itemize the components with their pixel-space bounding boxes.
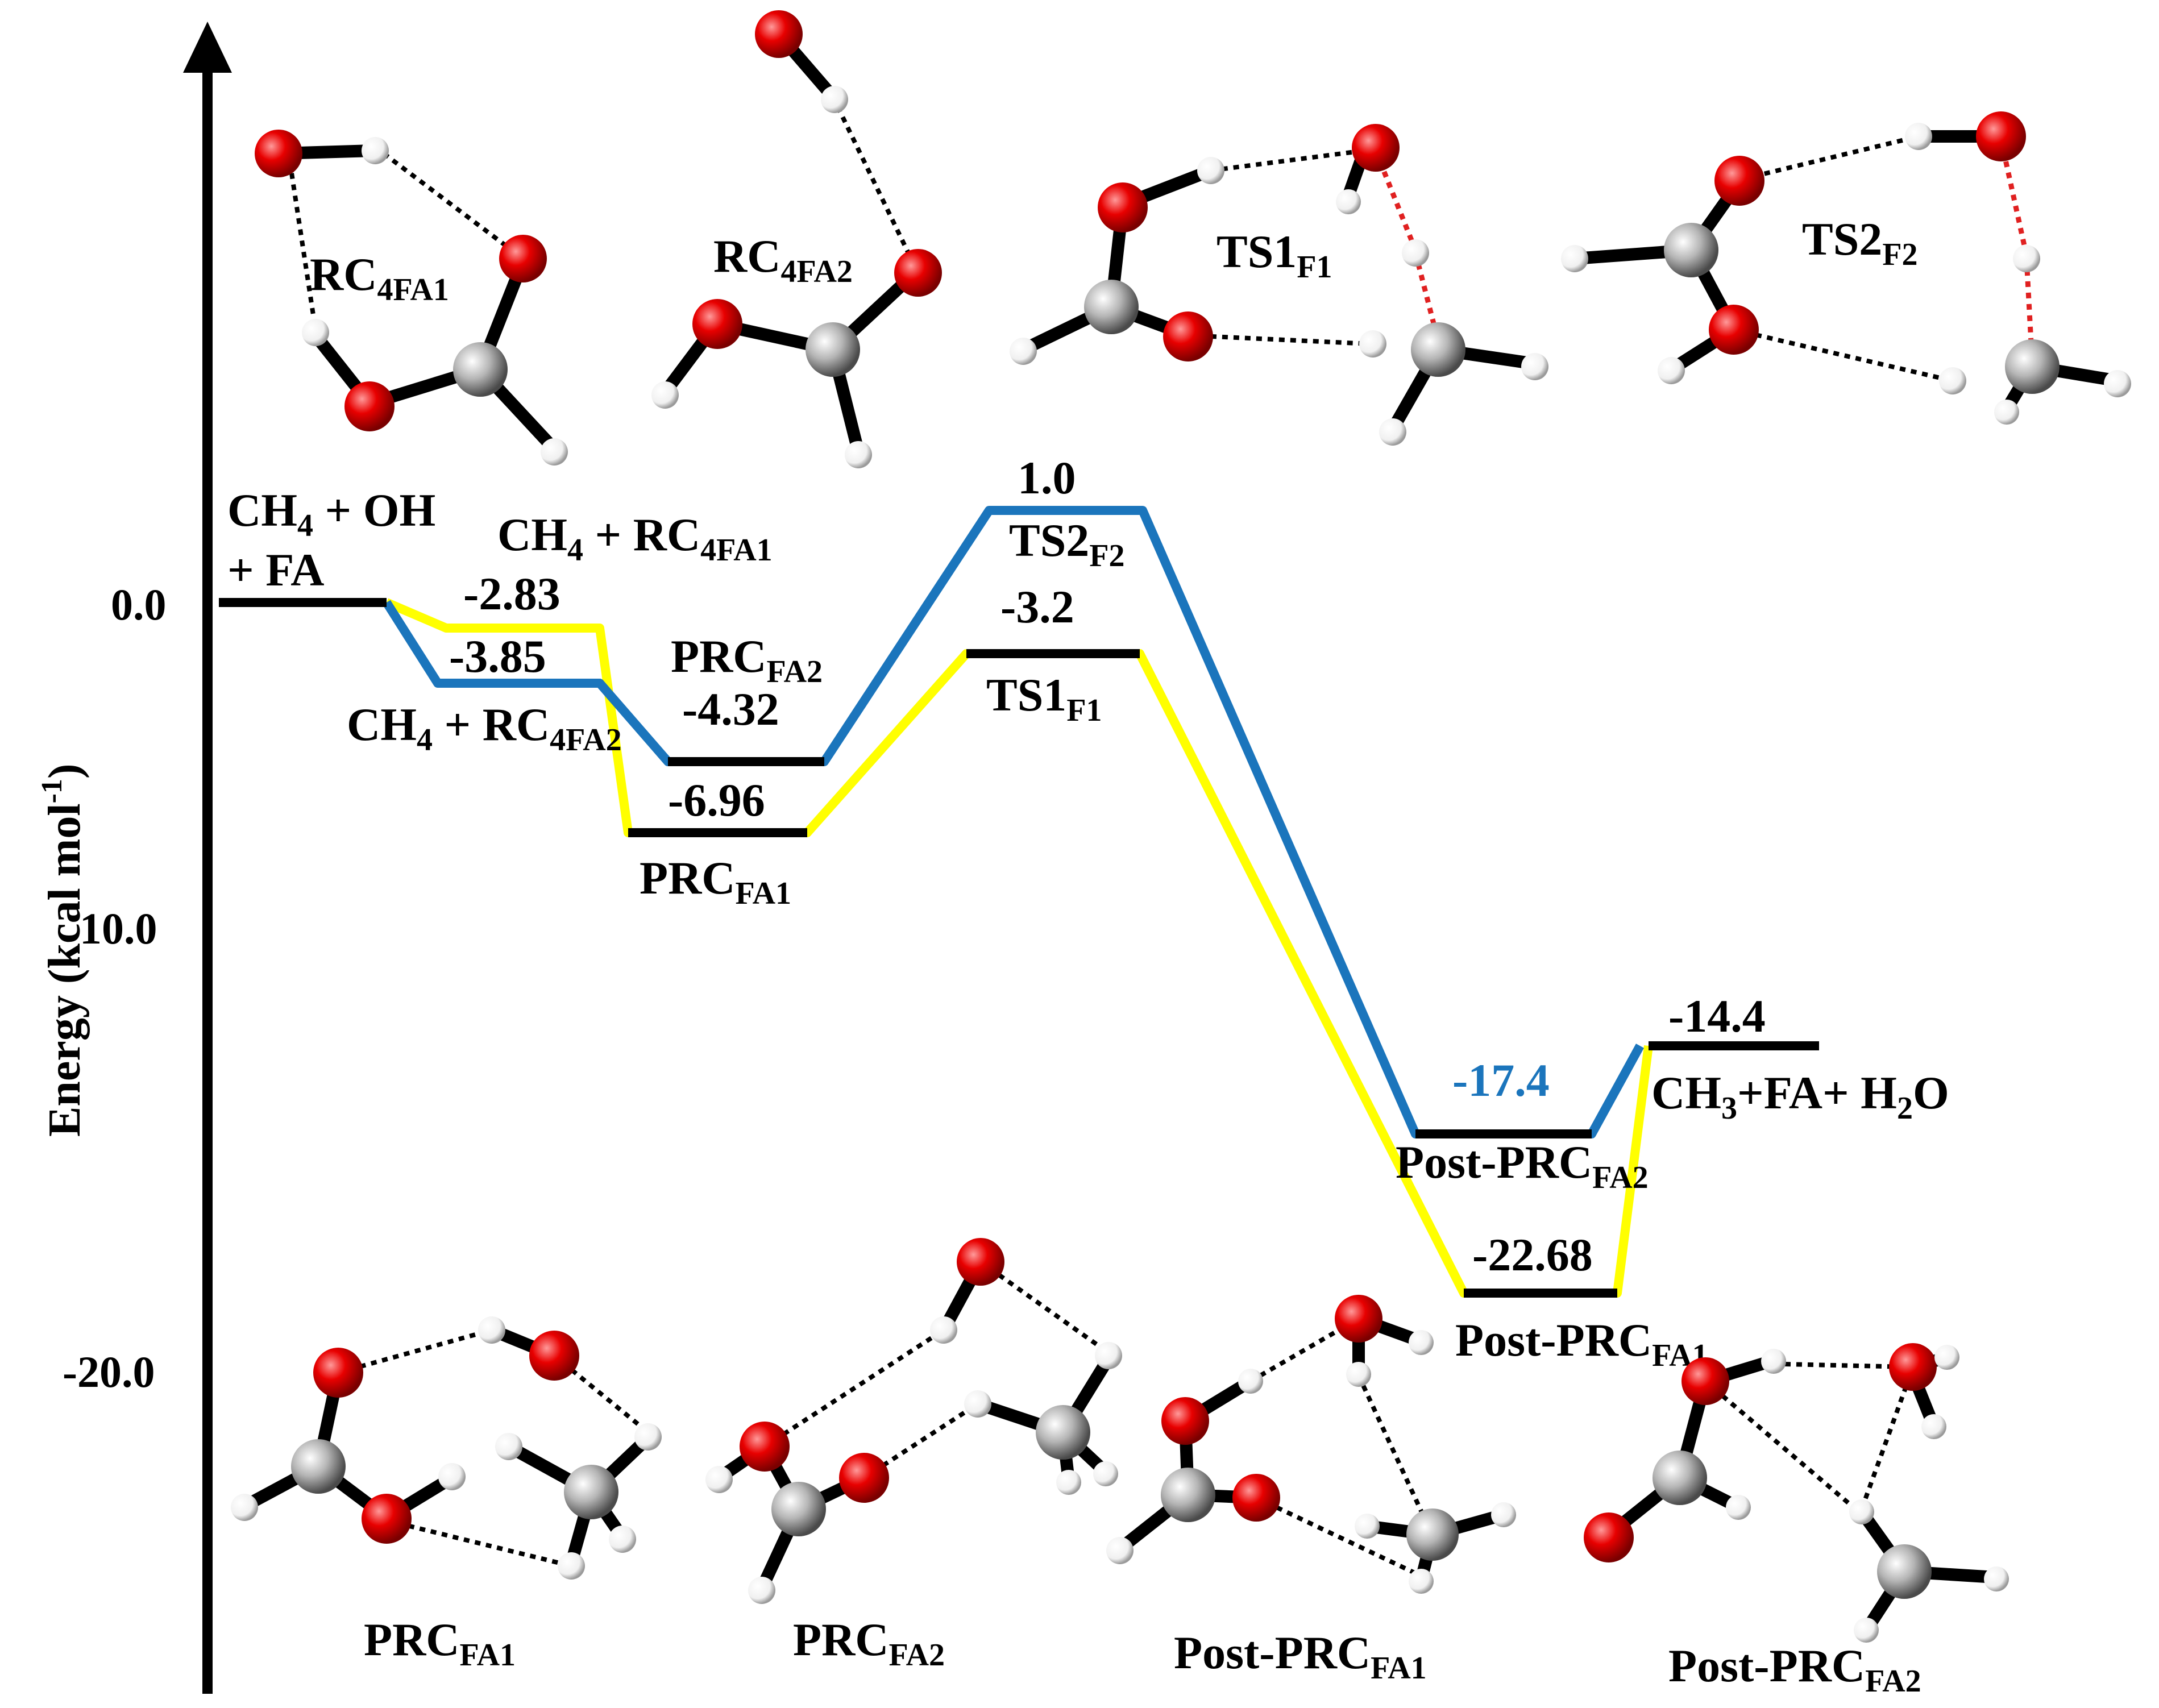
structure-rc4fa2: RC4FA2 [651,10,942,468]
structure-label-rc4fa2: RC4FA2 [713,230,853,289]
label-post-prc-fa2: Post-PRCFA2 [1396,1136,1649,1195]
value-prc-fa1: -6.96 [668,774,765,826]
structure-label-ts1-f1: TS1F1 [1216,226,1332,285]
energy-levels [219,598,1819,1298]
label-prc-fa2: PRCFA2 [671,630,823,689]
label-ch4-rc4fa2: CH4 + RC4FA2 [347,699,622,758]
structure-label-bottom-prc-fa1: PRCFA1 [364,1614,516,1673]
label-ts2-f2: TS2F2 [1009,514,1125,574]
structure-ts1-f1: TS1F1 [1010,124,1548,446]
label-prc-fa1: PRCFA1 [640,852,791,911]
y-axis-arrowhead [183,22,232,73]
structure-label-bottom-post-prc-fa2: Post-PRCFA2 [1668,1640,1921,1699]
structure-bottom-post-prc-fa1: Post-PRCFA1 [1106,1295,1516,1686]
label-ts1-f1: TS1F1 [986,669,1102,728]
label-reactants-line2: + FA [227,544,324,596]
value-ts2-f2: 1.0 [1018,452,1076,504]
structure-label-bottom-post-prc-fa1: Post-PRCFA1 [1174,1627,1427,1686]
structure-rc4fa1: RC4FA1 [255,130,568,466]
y-axis: 0.0 10.0 -20.0 Energy (kcal mol-1) [36,22,232,1694]
structure-label-ts2-f2: TS2F2 [1802,213,1918,272]
value-ch4-rc4fa1: -2.83 [463,568,560,620]
value-post-prc-fa2: -17.4 [1452,1054,1550,1106]
value-ts1-f1: -3.2 [1000,581,1074,633]
y-tick-20: -20.0 [63,1347,155,1397]
level-labels: CH4 + OH + FA CH4 + RC4FA1 -2.83 -3.85 C… [227,452,1949,1373]
label-ch4-rc4fa1: CH4 + RC4FA1 [497,509,773,568]
structure-bottom-prc-fa2: PRCFA2 [705,1238,1122,1673]
value-ch4-rc4fa2: -3.85 [449,630,546,682]
y-tick-0: 0.0 [111,580,167,629]
structure-label-rc4fa1: RC4FA1 [310,248,449,307]
structure-ts2-f2: TS2F2 [1561,111,2131,425]
structure-bottom-prc-fa1: PRCFA1 [231,1316,662,1673]
value-products: -14.4 [1668,990,1766,1042]
y-tick-10: 10.0 [80,904,157,953]
label-post-prc-fa1: Post-PRCFA1 [1455,1314,1708,1373]
y-axis-label: Energy (kcal mol-1) [36,763,90,1137]
label-products: CH3+FA+ H2O [1651,1067,1949,1126]
value-prc-fa2: -4.32 [682,683,779,735]
structure-label-bottom-prc-fa2: PRCFA2 [793,1614,945,1673]
label-reactants-line1: CH4 + OH [227,484,435,543]
value-post-prc-fa1: -22.68 [1472,1229,1593,1281]
structure-bottom-post-prc-fa2: Post-PRCFA2 [1584,1343,2009,1699]
